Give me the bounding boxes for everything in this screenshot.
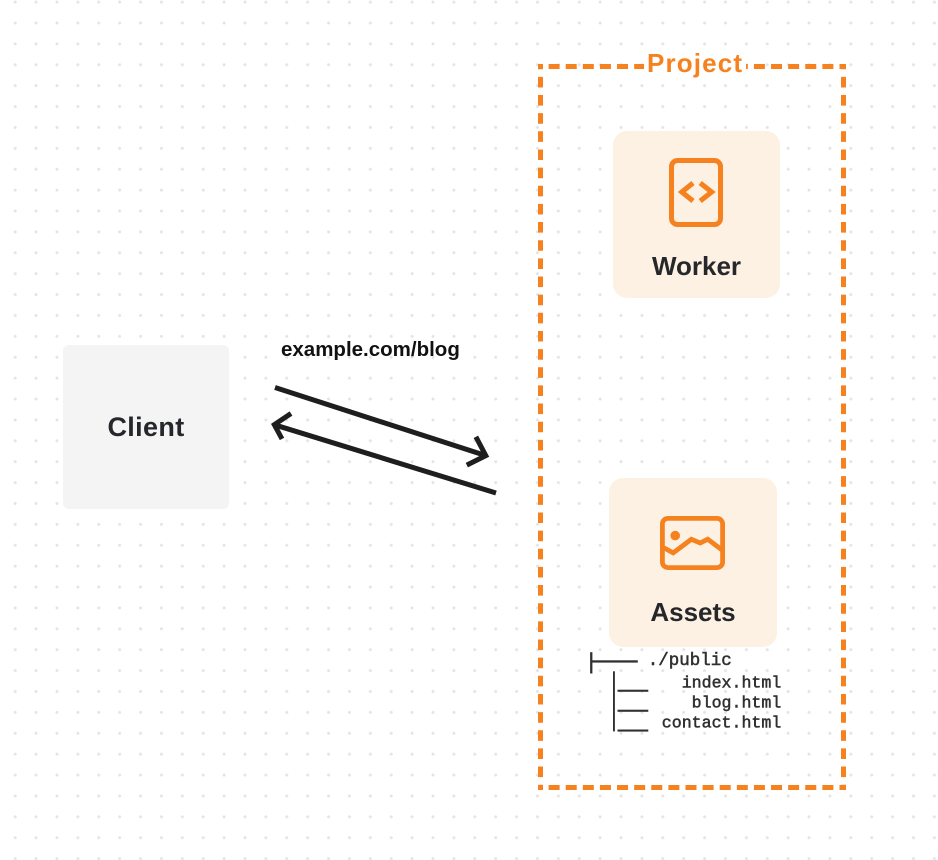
svg-text:./public: ./public <box>648 651 732 671</box>
svg-text:blog.html: blog.html <box>692 694 782 713</box>
svg-text:contact.html: contact.html <box>662 713 782 732</box>
svg-text:index.html: index.html <box>682 674 782 693</box>
